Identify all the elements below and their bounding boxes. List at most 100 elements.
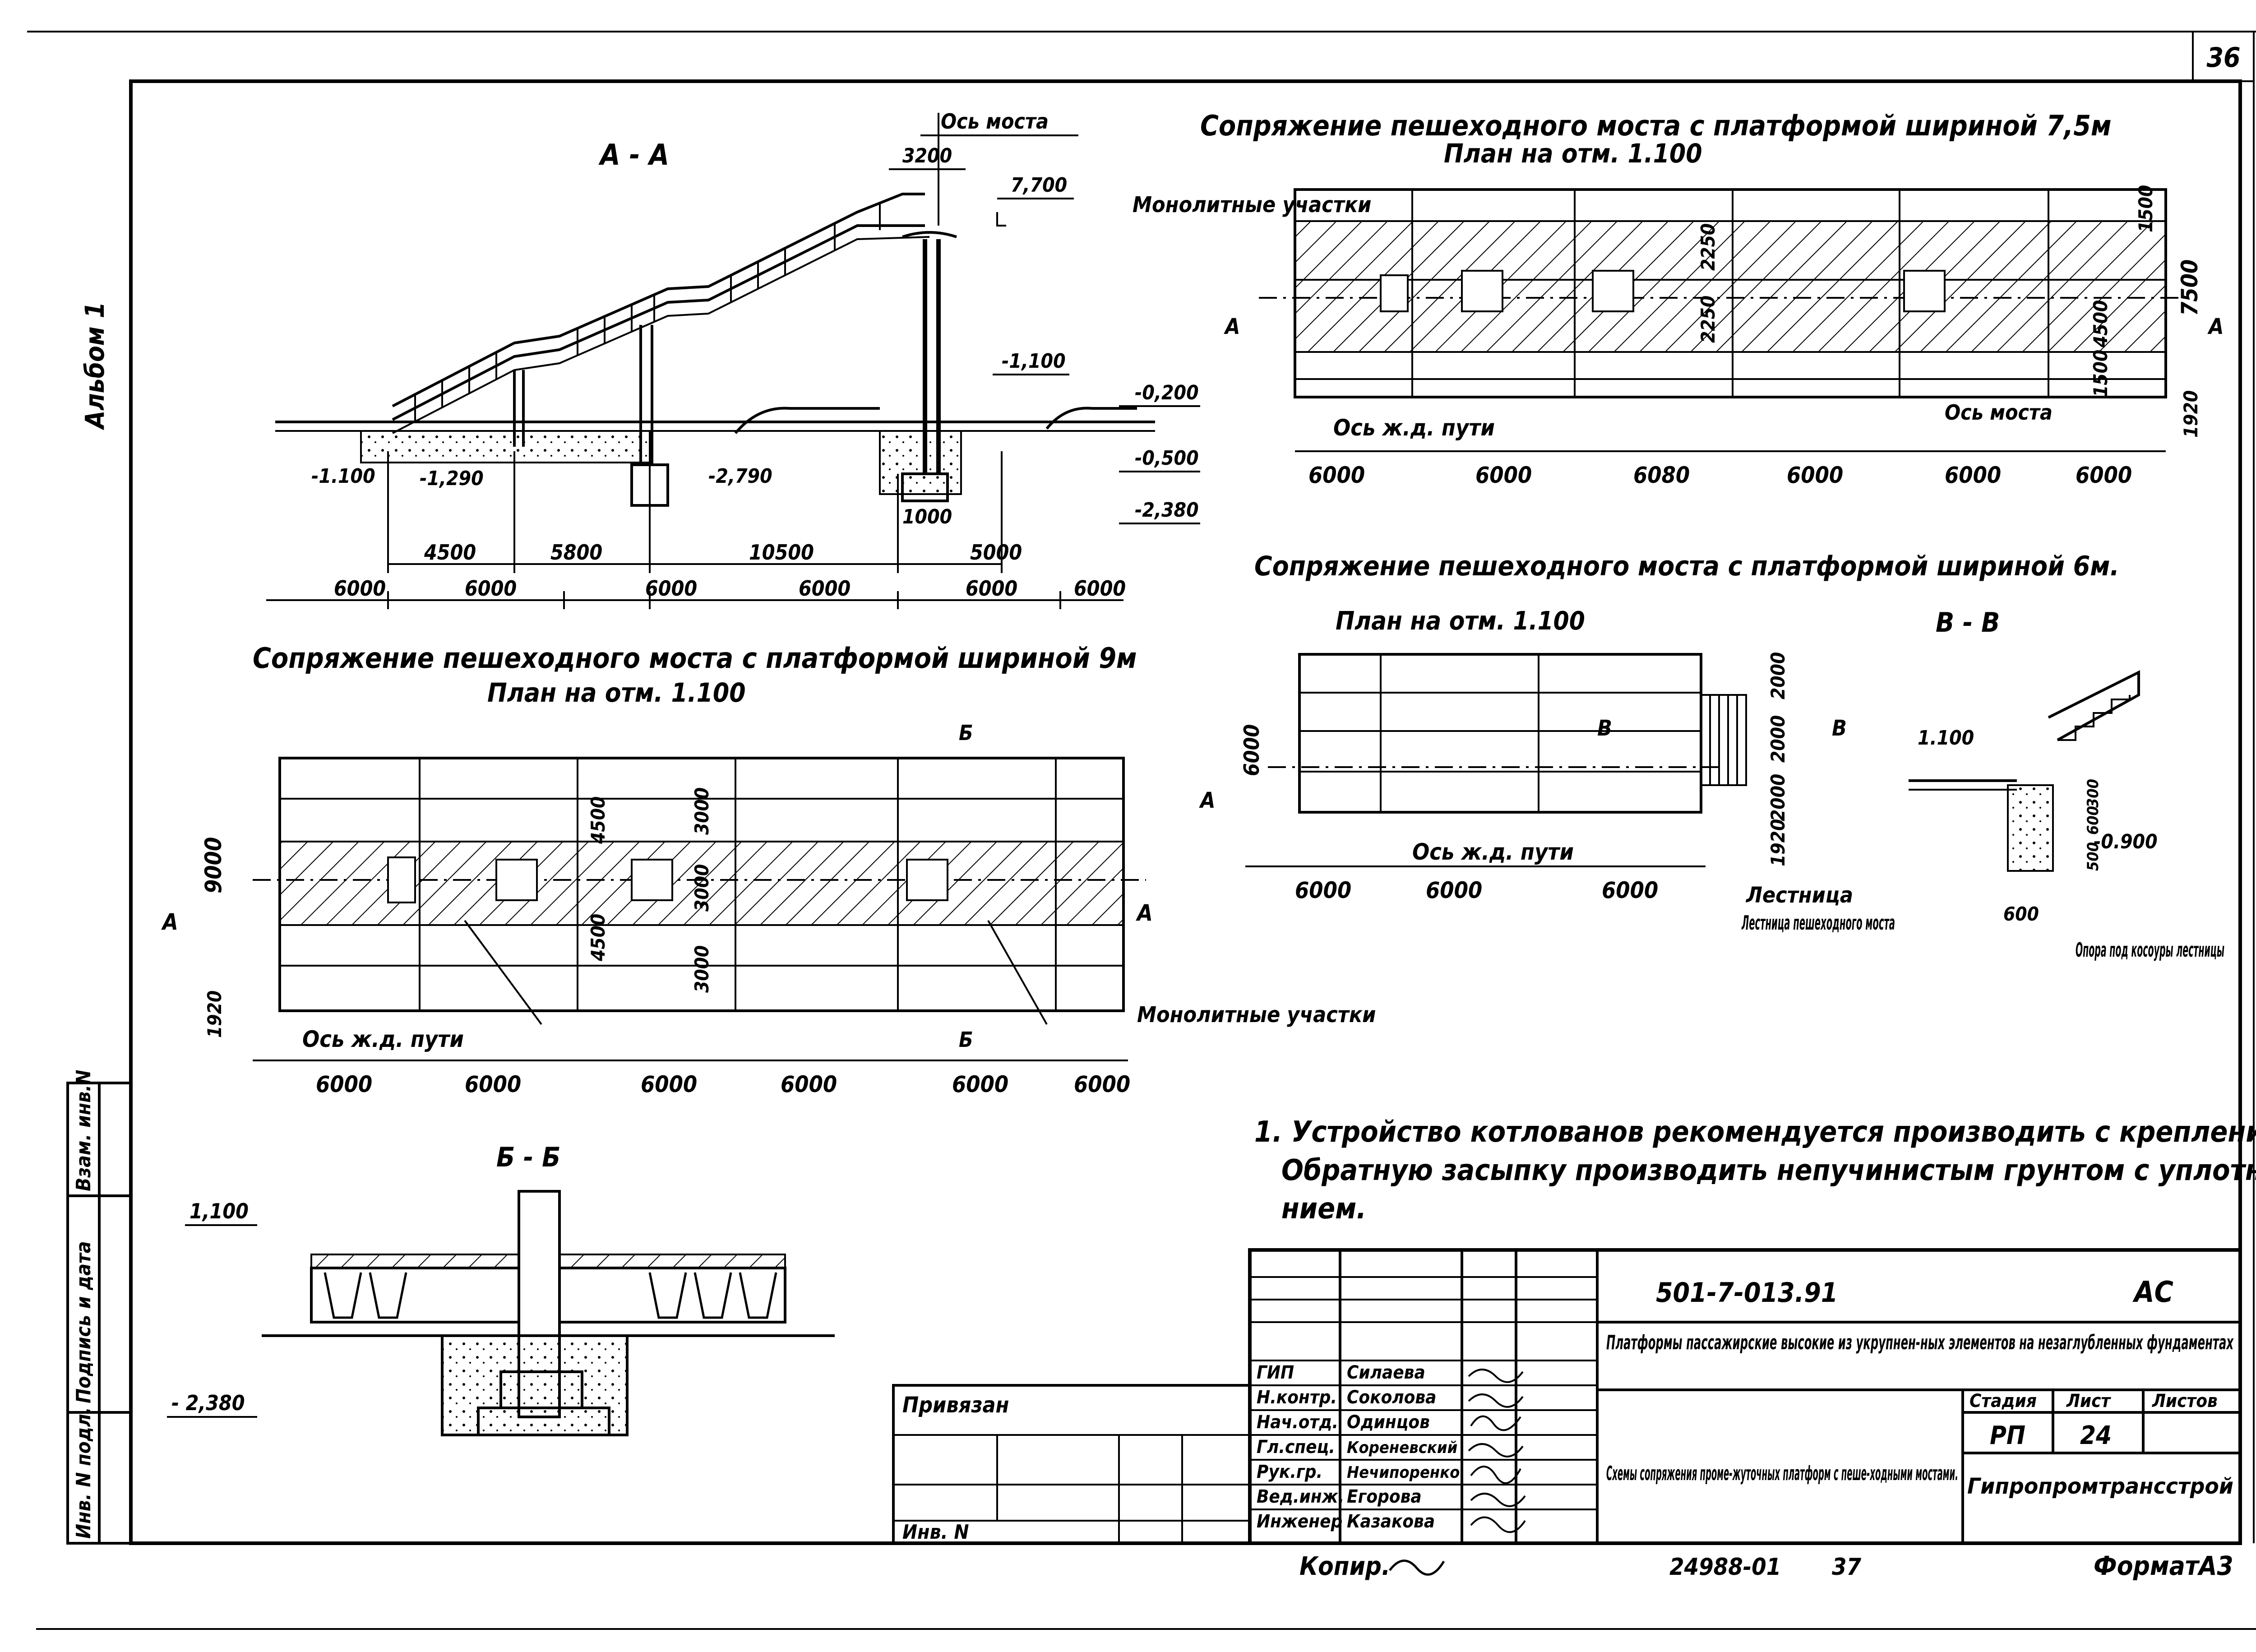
plan75-dim-b6: 6000	[2076, 462, 2132, 488]
plan9-rail-axis: Ось ж.д. пути	[302, 1026, 464, 1052]
section-vv-title: В - В	[1936, 607, 2000, 639]
plan75-rail-axis: Ось ж.д. пути	[1333, 415, 1495, 441]
copied-label: Копир.	[1299, 1552, 1390, 1581]
aa-dim-lower-4: 6000	[799, 576, 851, 601]
plan75-dim-v6: 7500	[2177, 259, 2203, 316]
plan6-stair-1: Лестница	[1745, 883, 1853, 908]
aa-dim-lower-6: 6000	[1074, 576, 1126, 601]
plan75-marker-right: А	[2207, 314, 2224, 339]
aa-elev-0200: -0,200	[1135, 381, 1199, 404]
plan6-dim-v4: 2000	[1767, 774, 1789, 821]
plan9-marker-left: А	[161, 909, 178, 935]
tb-role-4: Гл.спец.	[1257, 1437, 1335, 1458]
section-bb: Б - Б 1,100 - 2,380	[167, 1142, 835, 1436]
plan9-dim-v6: 4500	[587, 914, 609, 962]
plan75-dim-v4: 4500	[2090, 300, 2112, 348]
plan9-dim-b3: 6000	[641, 1071, 697, 1097]
tb-sheets-head: Листов	[2152, 1391, 2218, 1411]
aa-dim-upper-2: 5800	[550, 540, 602, 565]
vv-support: Опора под косоуры лестницы	[2076, 939, 2224, 962]
tb-name-3: Одинцов	[1347, 1412, 1430, 1433]
aa-dim-lower-5: 6000	[966, 576, 1017, 601]
plan9-dim-b5: 6000	[952, 1071, 1008, 1097]
tb-stage: РП	[1990, 1421, 2025, 1450]
tb-code: 501-7-013.91	[1656, 1277, 1838, 1309]
section-vv: В - В 1.100 -0.900 500 600 300 600 Опора…	[1909, 607, 2224, 962]
plan9-dim-v7: 3000	[691, 945, 713, 993]
plan6-marker-b-left: В	[1597, 716, 1612, 741]
tb-sheet-head: Лист	[2066, 1391, 2111, 1411]
signatures	[1468, 1369, 1526, 1533]
podpis-label: Подпись и дата	[72, 1241, 95, 1403]
plan75-monolith: Монолитные участки	[1133, 192, 1371, 217]
plan9-monolith: Монолитные участки	[1137, 1002, 1376, 1027]
aa-dim-upper-3: 10500	[749, 540, 814, 565]
tb-project: Платформы пассажирские высокие из укрупн…	[1606, 1331, 2234, 1354]
plan9-marker-b-bottom: Б	[959, 1027, 973, 1052]
tb-name-6: Егорова	[1347, 1486, 1422, 1507]
plan6-rail-axis: Ось ж.д. пути	[1412, 839, 1574, 865]
plan9-title: Сопряжение пешеходного моста с платформо…	[253, 642, 1137, 675]
plan9-subtitle: План на отм. 1.100	[487, 677, 746, 708]
note-line-1: 1. Устройство котлованов рекомендуется п…	[1254, 1115, 2256, 1149]
tb-stage-head: Стадия	[1969, 1391, 2037, 1411]
tb-name-7: Казакова	[1347, 1511, 1435, 1532]
plan9-dim-b2: 6000	[465, 1071, 521, 1097]
album-label: Альбом 1	[79, 302, 110, 430]
aa-dim-1000: 1000	[902, 505, 952, 528]
vv-dim-3: 300	[2084, 779, 2102, 808]
tb-name-2: Соколова	[1347, 1387, 1436, 1408]
plan6-title: Сопряжение пешеходного моста с платформо…	[1254, 551, 2119, 582]
plan75-dim-v3: 2250	[1697, 296, 1719, 343]
plan75-dim-b2: 6000	[1475, 462, 1532, 488]
plan-9: Сопряжение пешеходного моста с платформо…	[161, 642, 1376, 1097]
plan75-dim-v2: 2250	[1697, 223, 1719, 271]
page-number-box	[2192, 31, 2255, 82]
plan9-dim-b4: 6000	[781, 1071, 837, 1097]
tb-drawing: Схемы сопряжения проме-жуточных платформ…	[1606, 1462, 1958, 1485]
aa-elev-top: 7,700	[1011, 174, 1067, 197]
tb-name-5: Нечипоренко	[1347, 1463, 1460, 1482]
plan75-dim-b1: 6000	[1308, 462, 1365, 488]
note-line-2: Обратную засыпку производить непучинисты…	[1281, 1154, 2256, 1187]
plan75-marker-left: А	[1224, 314, 1240, 339]
side-stamp: Инв. N подл. Подпись и дата Взам. инв.N	[66, 1070, 132, 1545]
aa-elev-1100: -1,100	[1002, 350, 1066, 373]
format-label: ФорматА3	[2094, 1550, 2233, 1581]
tb-name-1: Силаева	[1347, 1362, 1425, 1383]
plan9-dim-v5: 3000	[691, 864, 713, 912]
plan9-dim-b6: 6000	[1074, 1071, 1130, 1097]
tb-name-4: Кореневский	[1347, 1439, 1457, 1457]
tb-role-7: Инженер	[1257, 1511, 1342, 1532]
tb-role-6: Вед.инж.	[1257, 1486, 1344, 1507]
plan6-dim-b3: 6000	[1602, 877, 1658, 903]
section-bb-title: Б - Б	[496, 1142, 560, 1173]
aa-dim-lower-1: 6000	[334, 576, 386, 601]
tb-role-2: Н.контр.	[1257, 1387, 1337, 1408]
plan-6: Сопряжение пешеходного моста с платформо…	[1199, 551, 2119, 935]
plan9-dim-v2: 1920	[203, 990, 226, 1038]
aa-elev-1290: -1,290	[420, 467, 484, 490]
aa-elev-2380: -2,380	[1135, 499, 1199, 522]
section-aa: А - А Ось моста 3200 7,700	[266, 109, 1200, 609]
general-note: 1. Устройство котлованов рекомендуется п…	[1254, 1115, 2256, 1226]
plan6-dim-v2: 2000	[1767, 652, 1789, 699]
plan6-marker-b-right: В	[1832, 716, 1847, 741]
tb-inv-n: Инв. N	[902, 1521, 969, 1544]
aa-elev-left: -1.100	[311, 465, 375, 488]
plan75-dim-b4: 6000	[1787, 462, 1843, 488]
aa-dim-lower-3: 6000	[645, 576, 697, 601]
vv-elev-0900: -0.900	[2094, 830, 2158, 853]
title-block: Привязан Инв. N 501-7-013.91 АС Платформ…	[892, 1248, 2242, 1545]
page-number: 36	[2206, 42, 2240, 74]
aa-elev-2790: -2,790	[708, 465, 772, 488]
plan75-title: Сопряжение пешеходного моста с платформо…	[1200, 109, 2112, 142]
vv-dim-600: 600	[2003, 903, 2039, 925]
vv-dim-2: 600	[2084, 806, 2102, 835]
plan75-dim-b5: 6000	[1945, 462, 2001, 488]
plan6-dim-v1: 6000	[1239, 724, 1264, 776]
plan75-dim-v5: 1500	[2090, 350, 2112, 397]
plan75-dim-b3: 6080	[1633, 462, 1690, 488]
plan75-bridge-axis: Ось моста	[1945, 400, 2053, 425]
